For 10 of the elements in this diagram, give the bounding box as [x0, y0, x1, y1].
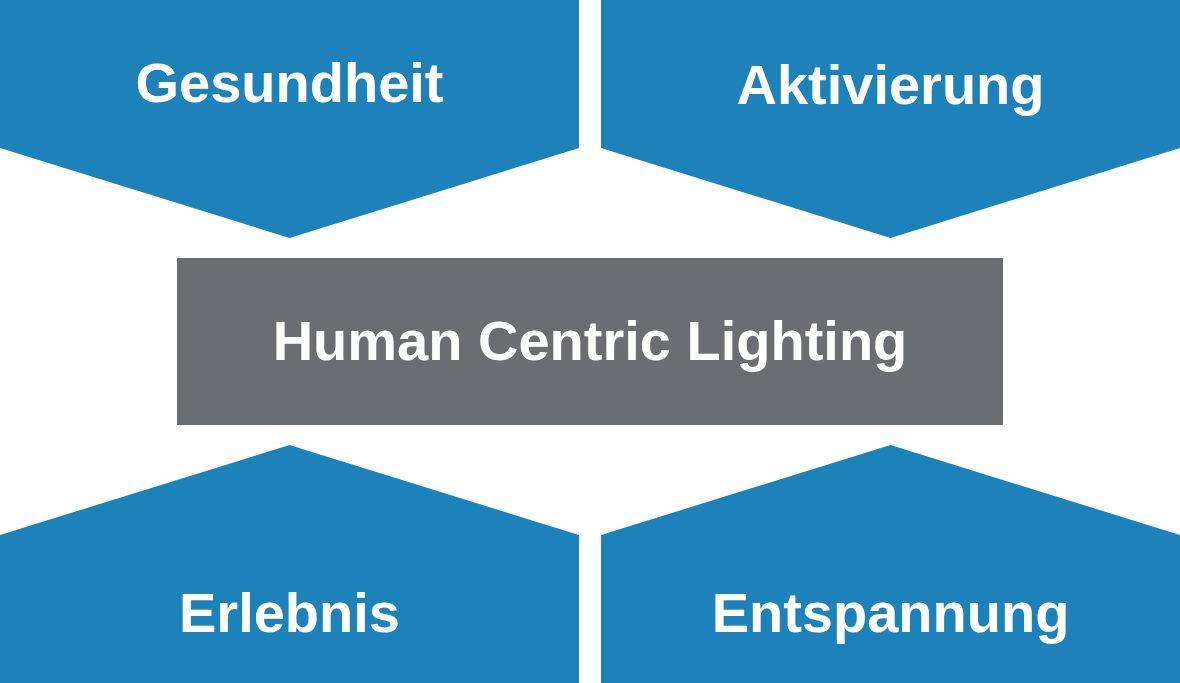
category-label: Erlebnis [179, 580, 400, 646]
category-label: Entspannung [711, 580, 1070, 646]
pentagon-shape [0, 0, 579, 238]
pentagon-shape [601, 0, 1180, 238]
banner-title: Human Centric Lighting [272, 308, 908, 374]
title-banner [177, 258, 1003, 425]
category-label: Aktivierung [736, 52, 1045, 118]
pentagon-shape [601, 445, 1180, 683]
category-label: Gesundheit [135, 50, 444, 116]
pentagon-shape [0, 445, 579, 683]
